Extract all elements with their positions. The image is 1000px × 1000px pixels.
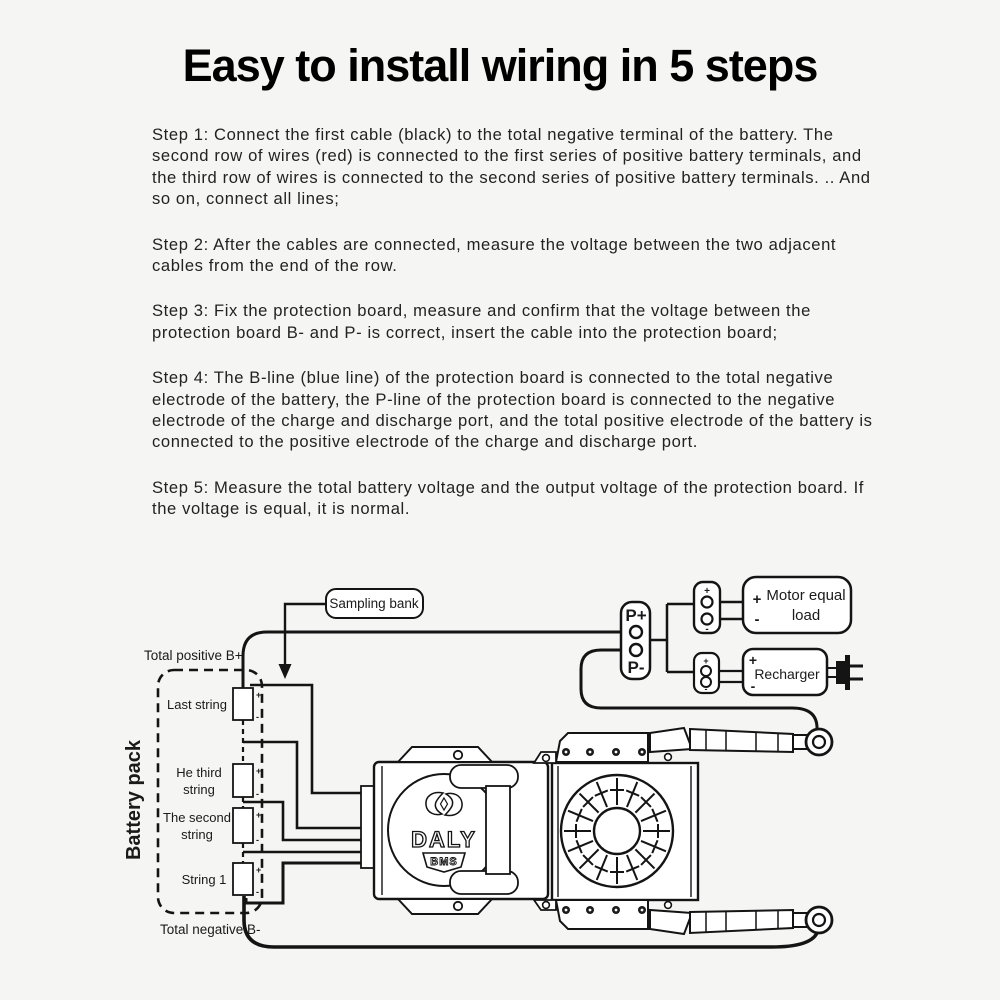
step-2-text: Step 2: After the cables are connected, … bbox=[152, 234, 837, 276]
screw-hole-icon bbox=[663, 900, 673, 910]
p-minus-wire bbox=[579, 648, 819, 730]
cell-minus-mark: - bbox=[256, 887, 259, 897]
motor-load-box bbox=[741, 575, 853, 635]
port-link-lines bbox=[650, 602, 694, 674]
cell-plus-mark: + bbox=[256, 865, 261, 875]
instruction-steps: Step 1: Connect the first cable (black) … bbox=[152, 124, 874, 544]
motor-branch: + - + Motor equal load - bbox=[692, 575, 853, 635]
arm-joint-top bbox=[649, 726, 694, 754]
cell-plus-mark: + bbox=[256, 810, 261, 820]
motor-label-line1: Motor equal bbox=[766, 587, 845, 604]
step-1-text: Step 1: Connect the first cable (black) … bbox=[152, 125, 871, 209]
step-5-text: Step 5: Measure the total battery voltag… bbox=[152, 477, 865, 519]
cell-label-line1: The second bbox=[163, 810, 231, 825]
port-terminal bbox=[628, 624, 644, 640]
screw-hole-icon bbox=[452, 900, 464, 912]
power-plug-icon bbox=[827, 655, 863, 690]
fan-icon bbox=[559, 773, 675, 889]
step-3-text: Step 3: Fix the protection board, measur… bbox=[152, 301, 811, 342]
bms-badge: BMS bbox=[421, 852, 467, 873]
cell-label-line2: string bbox=[183, 782, 215, 797]
screw-hole-icon bbox=[541, 900, 551, 910]
sampling-wire-2 bbox=[243, 740, 363, 830]
battery-pack-outline bbox=[156, 668, 264, 915]
output-arm-bottom bbox=[689, 905, 834, 935]
sampling-bank-label: Sampling bank bbox=[329, 596, 419, 611]
bms-bracket-bar bbox=[485, 785, 511, 875]
motor-plus-mark: + bbox=[753, 591, 762, 608]
connector-pin bbox=[700, 676, 712, 688]
bms-left-bottom-tab bbox=[395, 898, 495, 915]
daly-brand-text: DALY bbox=[411, 827, 477, 852]
bms-protection-board: DALY BMS bbox=[360, 726, 834, 936]
cell-minus-mark: - bbox=[256, 789, 259, 799]
connector-minus-mark: - bbox=[705, 684, 708, 694]
screw-heads-top bbox=[562, 748, 646, 756]
b-minus-wire-blue bbox=[242, 896, 819, 949]
recharger-branch: + - + Recharger - bbox=[692, 647, 863, 697]
fan-top-rail bbox=[554, 732, 649, 763]
connector-pin bbox=[700, 595, 714, 609]
sampling-bank-box bbox=[325, 588, 424, 619]
bms-bracket-top bbox=[449, 764, 519, 789]
sampling-wire-1 bbox=[250, 683, 363, 795]
battery-pack: Battery pack Total positive B+ Total neg… bbox=[123, 648, 264, 937]
cell-plus-mark: + bbox=[256, 766, 261, 776]
battery-cell-last-string: + - Last string bbox=[167, 687, 261, 722]
sampling-bank-arrowhead bbox=[278, 664, 292, 679]
step-4-text: Step 4: The B-line (blue line) of the pr… bbox=[152, 368, 873, 452]
total-negative-label: Total negative B- bbox=[160, 922, 261, 937]
battery-cell bbox=[232, 862, 254, 896]
motor-minus-mark: - bbox=[755, 611, 760, 628]
connector-plus-mark: + bbox=[704, 586, 710, 597]
p-minus-label: P- bbox=[628, 658, 645, 677]
main-positive-wire bbox=[241, 630, 629, 690]
bms-left-top-tab bbox=[395, 746, 495, 763]
cell-label: Last string bbox=[167, 697, 227, 712]
battery-cell-string-1: + - String 1 bbox=[182, 862, 261, 897]
page-title: Easy to install wiring in 5 steps bbox=[182, 40, 819, 91]
recharger-minus-mark: - bbox=[751, 678, 756, 694]
battery-cell bbox=[232, 807, 254, 844]
cell-label-line1: He third bbox=[176, 765, 222, 780]
connector-plus-mark: + bbox=[703, 656, 708, 666]
cell-minus-mark: - bbox=[256, 835, 259, 845]
battery-cell-the-second-string: + - The second string bbox=[163, 807, 261, 845]
arm-joint-bottom bbox=[649, 908, 694, 936]
connector-pin bbox=[700, 612, 714, 626]
screw-heads-bottom bbox=[562, 906, 646, 914]
screw-hole-icon bbox=[541, 753, 551, 763]
recharger-plus-mark: + bbox=[749, 652, 757, 668]
output-arm-top bbox=[689, 727, 834, 757]
recharger-box bbox=[741, 647, 829, 697]
cell-minus-mark: - bbox=[256, 712, 259, 722]
battery-cell-he-third-string: + - He third string bbox=[176, 763, 261, 799]
bms-bracket-bottom bbox=[449, 870, 519, 895]
sampling-bank-arrow bbox=[283, 602, 326, 666]
bms-badge-text: BMS bbox=[430, 856, 457, 868]
fan-bottom-rail bbox=[554, 899, 649, 930]
battery-cell bbox=[232, 687, 254, 721]
total-positive-label: Total positive B+ bbox=[144, 648, 243, 663]
battery-pack-label: Battery pack bbox=[123, 739, 145, 860]
p-plus-label: P+ bbox=[625, 606, 646, 625]
screw-hole-icon bbox=[663, 752, 673, 762]
bms-wire-connector bbox=[360, 785, 375, 869]
sampling-bank-callout: Sampling bank bbox=[278, 588, 424, 679]
motor-label-line2: load bbox=[792, 607, 820, 624]
connector-minus-mark: - bbox=[705, 624, 708, 635]
screw-hole-icon bbox=[452, 749, 464, 761]
cell-plus-mark: + bbox=[256, 690, 261, 700]
recharger-label: Recharger bbox=[754, 666, 820, 682]
cell-label-line2: string bbox=[181, 827, 213, 842]
cell-label: String 1 bbox=[182, 872, 227, 887]
port-terminal bbox=[628, 642, 644, 658]
sampling-wire-black bbox=[244, 861, 363, 905]
daly-logo-icon bbox=[425, 791, 463, 817]
charge-discharge-port: P+ P- bbox=[619, 600, 652, 681]
connector-pin bbox=[700, 665, 712, 677]
battery-cell bbox=[232, 763, 254, 798]
port-block bbox=[619, 600, 652, 681]
